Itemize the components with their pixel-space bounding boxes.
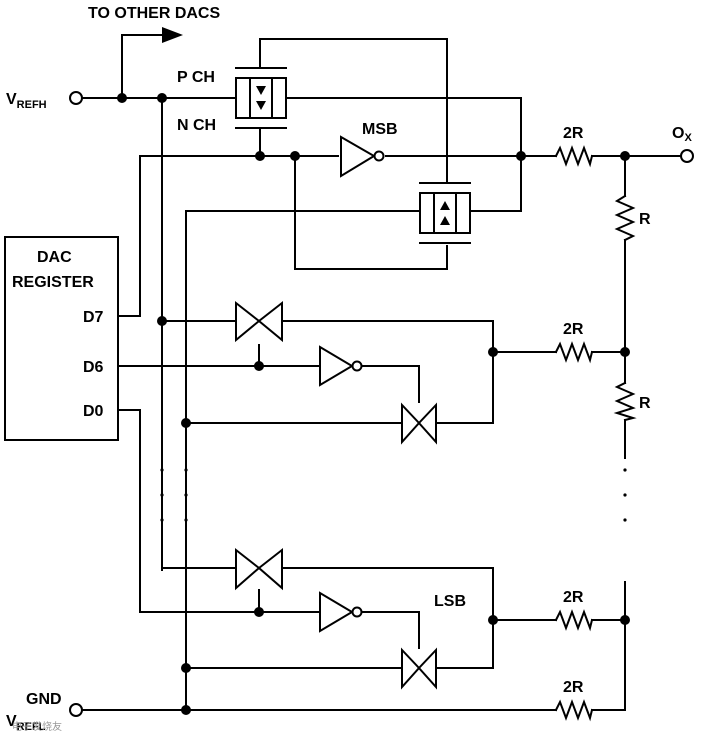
resistor-2r-bit6 — [554, 341, 594, 364]
n-ch-label: N CH — [177, 117, 216, 134]
gnd-label: GND — [26, 691, 62, 708]
resistor-2r-bit6-label: 2R — [563, 321, 584, 338]
bit-d7-label: D7 — [83, 309, 104, 326]
output-terminal — [680, 149, 694, 163]
vrefh-terminal — [69, 91, 83, 105]
to-other-dacs-arrow-icon — [162, 27, 183, 43]
resistor-2r-lsb-label: 2R — [563, 589, 584, 606]
transmission-gate-d7-upper — [235, 300, 283, 343]
p-ch-label: P CH — [177, 69, 215, 86]
vrefl-label: VREFL — [6, 713, 46, 733]
pch-nch-switch-lower — [419, 182, 471, 244]
resistor-r-upper — [614, 194, 636, 242]
resistor-2r-lsb — [554, 609, 594, 632]
continuation-dots — [160, 468, 627, 522]
msb-label: MSB — [362, 121, 398, 138]
resistor-r-lower-label: R — [639, 395, 651, 412]
resistor-2r-gnd-label: 2R — [563, 679, 584, 696]
pch-nch-switch-top — [235, 67, 287, 129]
transmission-gate-lsb-lower — [401, 647, 437, 690]
resistor-2r-msb-label: 2R — [563, 125, 584, 142]
lsb-label: LSB — [434, 593, 466, 610]
gnd-vrefl-terminal — [69, 703, 83, 717]
resistor-r-lower — [613, 381, 637, 422]
resistor-2r-gnd — [554, 699, 594, 722]
transmission-gate-lsb-upper — [235, 547, 283, 591]
resistor-r-upper-label: R — [639, 211, 651, 228]
transmission-gate-d7-lower — [401, 402, 437, 445]
dac-register-block — [4, 236, 119, 441]
bit-d0-label: D0 — [83, 403, 104, 420]
inverter-msb — [340, 135, 385, 178]
dac-register-label-line1: DAC — [37, 249, 72, 266]
output-label: OX — [672, 125, 692, 144]
inverter-d6 — [319, 345, 363, 387]
dac-register-label-line2: REGISTER — [12, 274, 94, 291]
vrefh-label: VREFH — [6, 91, 47, 111]
bit-d6-label: D6 — [83, 359, 104, 376]
inverter-lsb — [319, 591, 363, 633]
junction-dots — [117, 93, 630, 715]
watermark: 电子发烧友 — [12, 720, 62, 733]
to-other-dacs-label: TO OTHER DACS — [88, 5, 220, 22]
resistor-2r-msb — [554, 145, 594, 168]
